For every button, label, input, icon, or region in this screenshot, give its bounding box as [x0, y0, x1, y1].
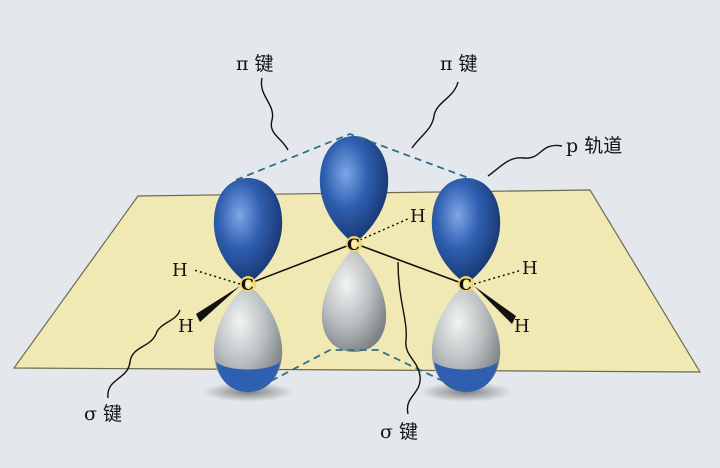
p-orbital-lower-lobe-middle: [321, 248, 387, 352]
p-orbital-upper-lobe-middle: [319, 136, 389, 244]
leader-pi-bond-left: [260, 77, 289, 151]
pi-overlap-dashed-lower: [249, 349, 467, 393]
leader-p-orbital: [487, 144, 563, 177]
p-orbital-lower-lobe-left: [213, 284, 283, 392]
hydrogen-atom-left-lower: H: [178, 316, 194, 337]
leader-sigma-bond-left: [107, 309, 181, 399]
label-pi-bond-left: π 键: [236, 53, 274, 75]
carbon-atom-left-core: [240, 276, 256, 292]
pi-overlap-dashed-upper: [235, 133, 475, 181]
carbon-atom-middle-core: [346, 236, 362, 252]
label-sigma-bond-left: σ 键: [84, 403, 122, 425]
ch-bond-wedge-right: [474, 286, 516, 324]
ch-bond-dotted-left: [193, 269, 241, 285]
sigma-bond-c1-c2: [247, 243, 353, 285]
label-p-orbital: p 轨道: [566, 135, 622, 157]
p-orbital-upper-lobe-left: [213, 178, 283, 284]
carbon-atom-middle: C: [347, 235, 360, 254]
leader-pi-bond-right: [411, 81, 459, 149]
carbon-atom-left: C: [241, 275, 254, 294]
sigma-bond-c2-c3: [355, 243, 465, 285]
hydrogen-atom-right-lower: H: [514, 316, 530, 337]
hydrogen-atom-middle: H: [410, 206, 426, 227]
carbon-atom-right-core: [458, 276, 474, 292]
hydrogen-atom-left-upper: H: [172, 260, 188, 281]
ch-bond-dotted-middle: [359, 217, 411, 241]
hydrogen-atom-right-upper: H: [522, 258, 538, 279]
label-pi-bond-right: π 键: [440, 53, 478, 75]
label-sigma-bond-bottom: σ 键: [380, 421, 418, 443]
ch-bond-dotted-right: [473, 269, 523, 285]
leader-sigma-bond-bottom: [397, 261, 421, 415]
carbon-atom-right: C: [459, 275, 472, 294]
p-orbital-upper-lobe-right: [431, 178, 501, 284]
p-orbital-lower-lobe-right: [431, 284, 501, 392]
ch-bond-wedge-left: [196, 286, 240, 322]
